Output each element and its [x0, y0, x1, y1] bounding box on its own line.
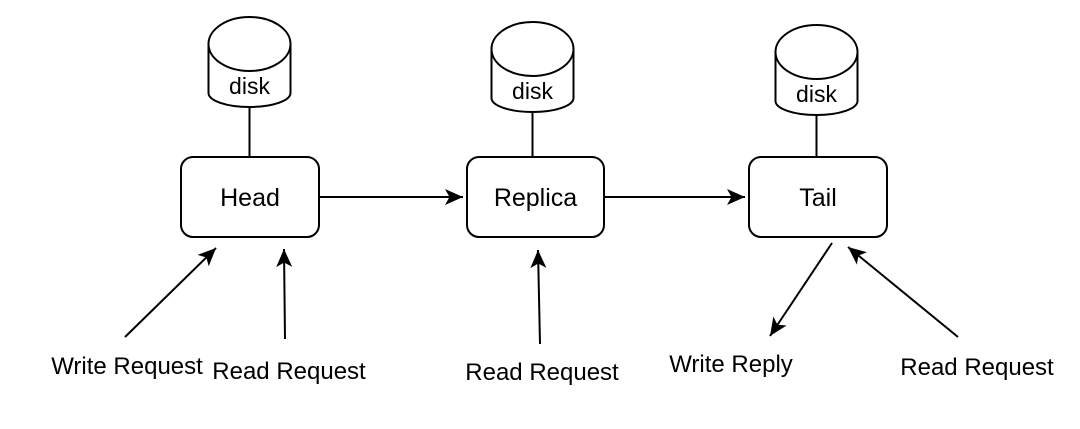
node-label: Replica: [494, 184, 577, 212]
disk-icon: disk: [207, 16, 292, 108]
node-head: disk Head: [180, 16, 320, 238]
node-box: [748, 156, 888, 238]
node-label: Tail: [799, 184, 837, 212]
node-replica: disk Replica: [466, 21, 605, 238]
write-reply-label: Write Reply: [669, 351, 793, 378]
read-request-label-head: Read Request: [212, 358, 366, 385]
read-request-arrow-tail: [847, 246, 959, 338]
read-request-label-replica: Read Request: [465, 359, 619, 386]
disk-icon: disk: [490, 21, 575, 113]
node-tail: disk Tail: [748, 24, 888, 238]
read-request-label-tail: Read Request: [900, 354, 1054, 381]
node-label: Head: [220, 184, 280, 212]
disk-label: disk: [512, 78, 553, 104]
read-request-arrow-replica: [530, 249, 547, 345]
write-request-arrow: [124, 247, 217, 338]
disk-label: disk: [229, 73, 270, 99]
disk-label: disk: [796, 81, 837, 107]
write-reply-arrow: [769, 242, 833, 337]
read-request-arrow-head: [276, 248, 293, 340]
disk-icon: disk: [774, 24, 859, 116]
write-request-label: Write Request: [51, 353, 203, 380]
